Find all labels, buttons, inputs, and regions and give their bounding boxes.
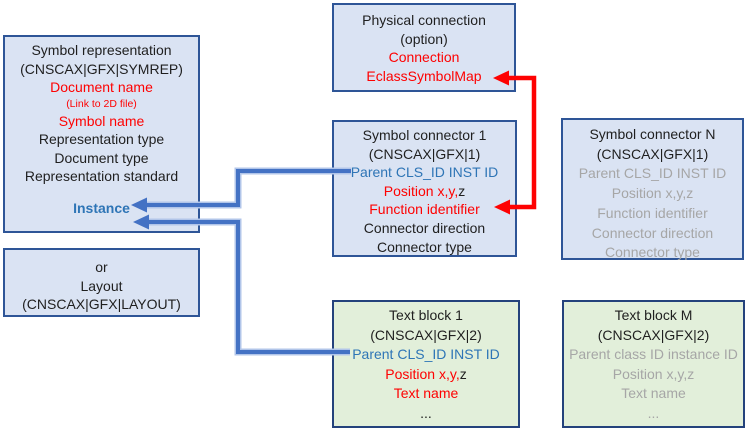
connN-parent: Parent CLS_ID INST ID	[578, 165, 727, 182]
tbm-text-name: Text name	[621, 385, 686, 401]
conn1-title: Symbol connector 1	[362, 127, 487, 143]
symrep-document-type: Document type	[54, 149, 149, 166]
conn1-function-identifier: Function identifier	[369, 201, 480, 218]
box-symbol-connector-1: Symbol connector 1 (CNSCAX|GFX|1) Parent…	[332, 120, 517, 257]
conn1-connector-type: Connector type	[377, 238, 472, 255]
symrep-symbol-name: Symbol name	[58, 112, 145, 129]
tb1-code: (CNSCAX|GFX|2)	[370, 326, 482, 343]
connN-position: Position x,y,z	[611, 185, 694, 202]
tbm-position: Position x,y,z	[612, 365, 695, 382]
tbm-title: Text block M	[614, 307, 693, 323]
tb1-ellipsis: ...	[420, 404, 432, 421]
symrep-instance-label: Instance	[73, 199, 130, 216]
box-physical-connection: Physical connection (option) Connection …	[332, 3, 516, 92]
layout-code: (CNSCAX|GFX|LAYOUT)	[22, 296, 181, 312]
symrep-title: Symbol representation	[31, 42, 172, 58]
conn1-connector-direction: Connector direction	[363, 219, 486, 236]
conn1-position: Position x,y,z	[334, 182, 515, 201]
connN-title: Symbol connector N	[589, 126, 716, 142]
layout-or-label: or	[95, 259, 108, 275]
box-layout-alternative: or Layout (CNSCAX|GFX|LAYOUT)	[3, 248, 200, 317]
symrep-code: (CNSCAX|GFX|SYMREP)	[20, 60, 183, 77]
tb1-text-name: Text name	[393, 385, 459, 401]
tbm-ellipsis: ...	[647, 404, 660, 421]
layout-title: Layout	[80, 277, 123, 294]
tbm-code: (CNSCAX|GFX|2)	[597, 326, 710, 343]
symrep-link-note: (Link to 2D file)	[66, 97, 137, 110]
connN-code: (CNSCAX|GFX|1)	[596, 145, 709, 162]
tb1-position: Position x,y,z	[334, 365, 518, 385]
tb1-title: Text block 1	[389, 307, 463, 323]
symrep-representation-standard: Representation standard	[24, 168, 179, 184]
conn1-parent: Parent CLS_ID INST ID	[350, 164, 499, 181]
connN-function-identifier: Function identifier	[597, 204, 708, 221]
connN-connector-direction: Connector direction	[591, 224, 714, 241]
tbm-parent: Parent class ID instance ID	[569, 346, 738, 362]
conn1-code: (CNSCAX|GFX|1)	[368, 145, 481, 162]
symrep-representation-type: Representation type	[38, 131, 165, 147]
connN-connector-type: Connector type	[605, 244, 700, 261]
box-text-block-1: Text block 1 (CNSCAX|GFX|2) Parent CLS_I…	[332, 300, 520, 428]
phys-connection: Connection	[388, 49, 460, 65]
box-symbol-connector-n: Symbol connector N (CNSCAX|GFX|1) Parent…	[561, 118, 744, 260]
conn1-position-z: z	[458, 182, 466, 199]
tb1-parent: Parent CLS_ID INST ID	[352, 346, 500, 362]
tb1-position-z: z	[459, 365, 467, 382]
phys-title: Physical connection	[362, 12, 486, 28]
box-symbol-representation: Symbol representation (CNSCAX|GFX|SYMREP…	[3, 35, 200, 233]
symrep-document-name: Document name	[50, 79, 153, 95]
box-text-block-m: Text block M (CNSCAX|GFX|2) Parent class…	[562, 300, 745, 428]
tb1-position-xy: Position x,y,	[385, 365, 460, 382]
conn1-position-xy: Position x,y,	[383, 182, 459, 199]
phys-eclass-symbol-map: EclassSymbolMap	[366, 67, 482, 84]
phys-option-note: (option)	[400, 30, 448, 47]
